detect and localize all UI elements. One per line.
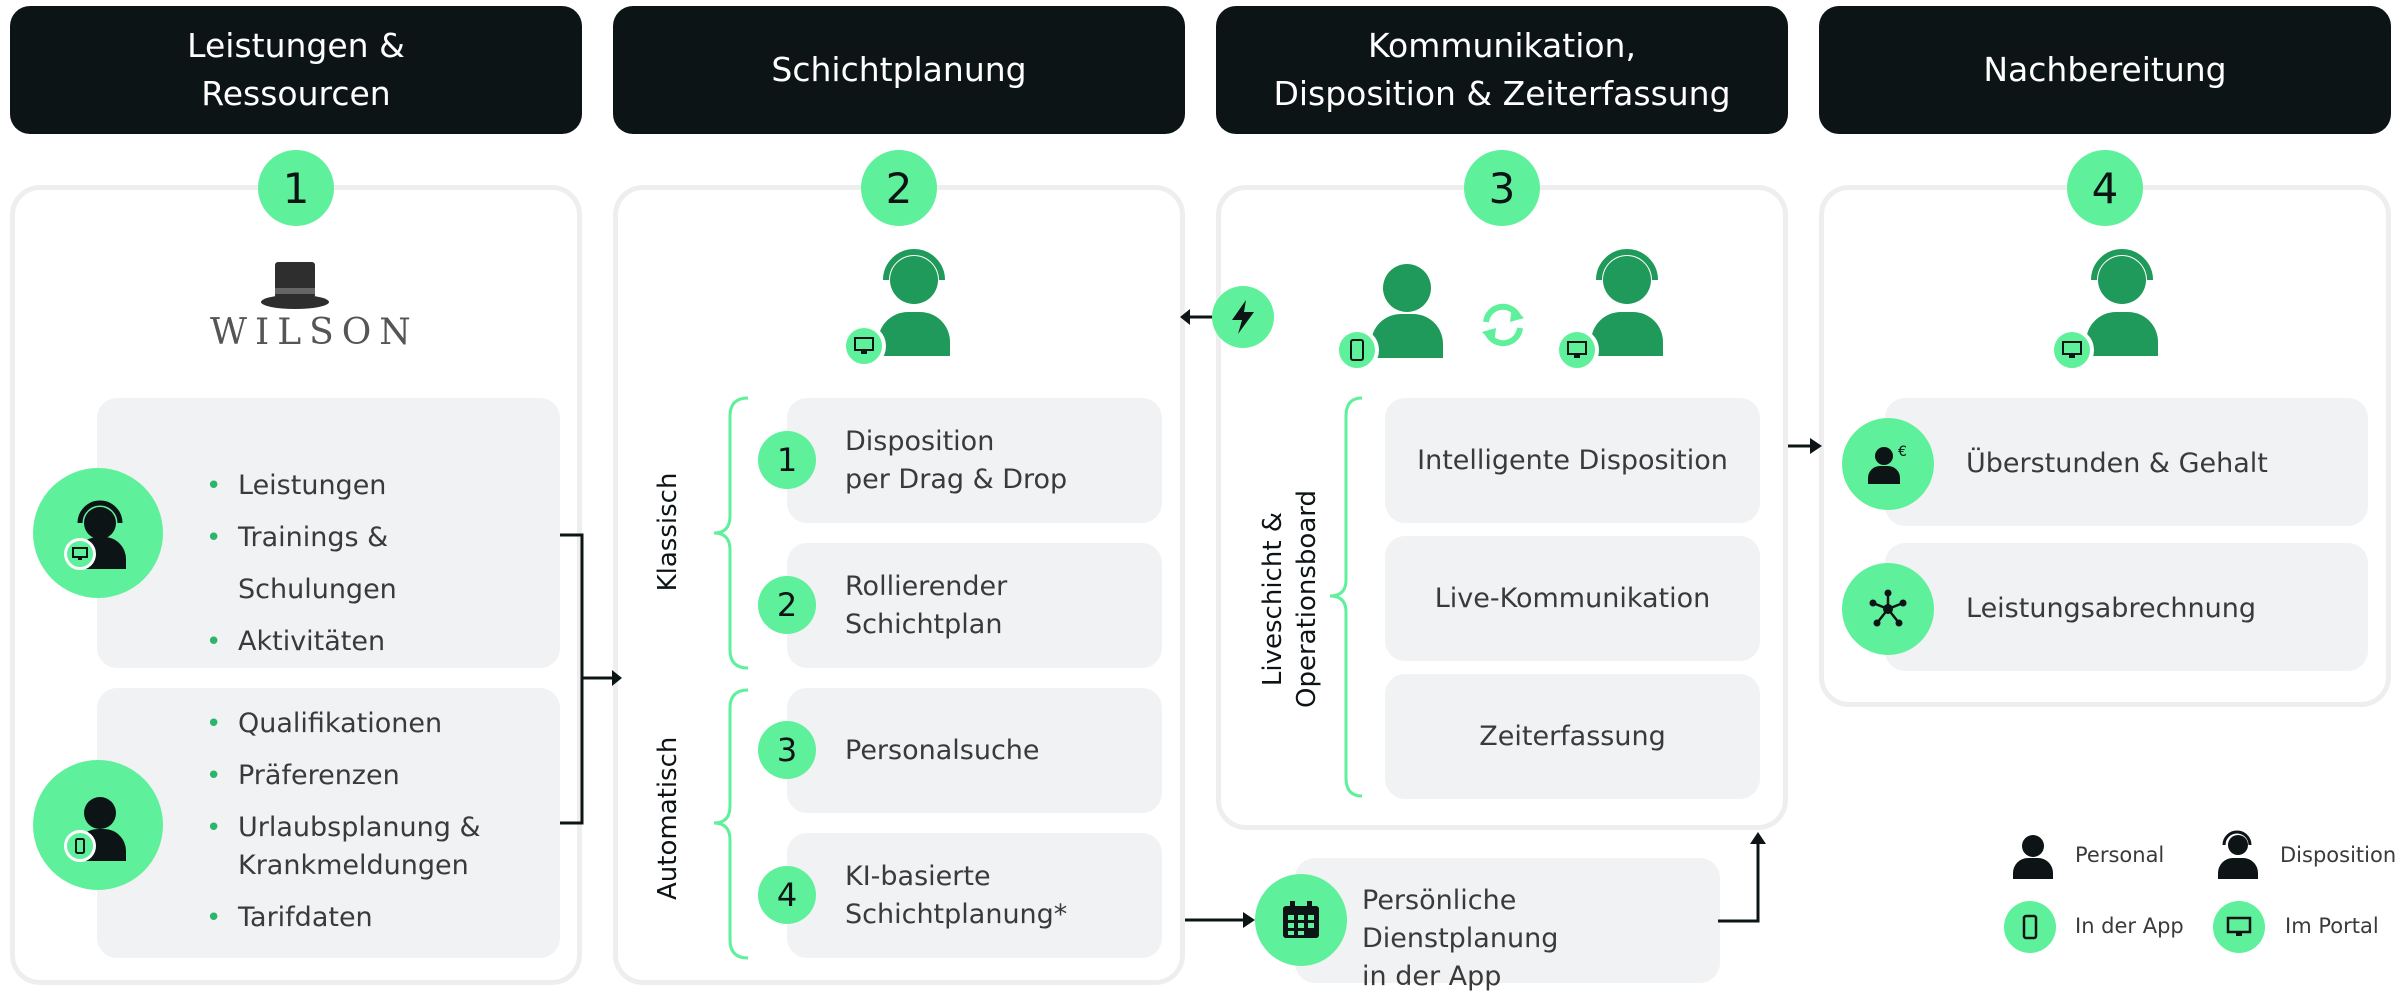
item-number: 1 xyxy=(758,431,816,489)
item-number: 4 xyxy=(758,866,816,924)
app-badge-icon xyxy=(1335,328,1379,372)
top-hat-icon xyxy=(261,262,329,309)
app-dienstplanung-card xyxy=(1295,858,1720,983)
card-leistungsabrechnung xyxy=(1885,543,2368,671)
disposition-headset-icon xyxy=(878,249,950,356)
bracket-liveschicht xyxy=(1329,396,1363,798)
list-item: Präferenzen xyxy=(202,757,542,795)
portal-badge-icon xyxy=(2050,328,2094,372)
disposition-portal-figure xyxy=(842,249,962,370)
network-icon-circle xyxy=(1842,563,1934,655)
header-schichtplanung: Schichtplanung xyxy=(613,6,1185,134)
step-number-3: 3 xyxy=(1464,150,1540,226)
app-legend-icon xyxy=(2004,901,2056,953)
calendar-icon-circle xyxy=(1255,874,1347,966)
header-nachbereitung: Nachbereitung xyxy=(1819,6,2391,134)
item-text: Leistungsabrechnung xyxy=(1966,593,2256,624)
list-item: Leistungen xyxy=(202,460,552,512)
connector-col1-col2 xyxy=(560,533,622,825)
list-qualifikationen: Qualifikationen Präferenzen Urlaubsplanu… xyxy=(202,705,542,937)
salary-icon-circle: € xyxy=(1842,418,1934,510)
network-icon xyxy=(1869,589,1907,627)
legend-portal: Im Portal xyxy=(2285,914,2379,938)
item-number: 3 xyxy=(758,721,816,779)
item-text: Überstunden & Gehalt xyxy=(1966,448,2268,479)
header-kommunikation: Kommunikation, Disposition & Zeiterfassu… xyxy=(1216,6,1788,134)
wilson-logo: WILSON xyxy=(200,258,411,358)
personal-app-figure xyxy=(1335,258,1455,374)
group-label-automatisch: Automatisch xyxy=(653,736,683,900)
legend: Personal Disposition In der App Im Porta… xyxy=(2000,825,2400,985)
group-label-klassisch: Klassisch xyxy=(653,472,683,592)
portal-badge-icon xyxy=(64,538,96,570)
step-number-4: 4 xyxy=(2067,150,2143,226)
arrow-col2-to-app xyxy=(1185,912,1255,928)
item-text: Personalsuche xyxy=(845,735,1040,766)
card-ueberstunden xyxy=(1885,398,2368,526)
wilson-wordmark: WILSON xyxy=(210,312,419,353)
group-label-liveschicht: Liveschicht & Operationsboard xyxy=(1258,489,1322,709)
card-intelligente-disposition: Intelligente Disposition xyxy=(1385,398,1760,523)
lightning-icon xyxy=(1212,286,1274,348)
portal-badge-icon xyxy=(1555,328,1599,372)
item-text: Rollierender Schichtplan xyxy=(845,571,1008,640)
list-item-line: Urlaubsplanung & xyxy=(238,812,481,843)
legend-disposition: Disposition xyxy=(2280,843,2397,867)
portal-legend-icon xyxy=(2213,901,2265,953)
disposition-avatar-circle xyxy=(33,468,163,598)
legend-personal: Personal xyxy=(2075,843,2165,867)
list-item: Qualifikationen xyxy=(202,705,542,743)
card-personalsuche xyxy=(787,688,1162,813)
person-euro-icon: € xyxy=(1868,444,1907,484)
card-rollierender xyxy=(787,543,1162,668)
item-number: 2 xyxy=(758,576,816,634)
disposition-headset-icon xyxy=(1591,249,1663,356)
svg-text:€: € xyxy=(1898,444,1907,460)
list-leistungen: Leistungen Trainings & Schulungen Aktivi… xyxy=(202,460,552,668)
arrow-app-to-col3 xyxy=(1718,832,1766,923)
list-item: Trainings & Schulungen xyxy=(202,512,552,616)
card-live-kommunikation: Live-Kommunikation xyxy=(1385,536,1760,661)
app-badge-icon xyxy=(64,830,96,862)
header-leistungen: Leistungen & Ressourcen xyxy=(10,6,582,134)
arrow-col3-to-col4 xyxy=(1788,438,1822,454)
personal-icon xyxy=(2013,835,2053,879)
disposition-portal-figure xyxy=(1555,249,1675,374)
bracket-automatisch xyxy=(713,688,749,960)
card-drag-drop xyxy=(787,398,1162,523)
step-number-2: 2 xyxy=(861,150,937,226)
card-zeiterfassung: Zeiterfassung xyxy=(1385,674,1760,799)
app-dienstplanung-text: Persönliche Dienstplanung in der App xyxy=(1362,885,1559,992)
sync-icon xyxy=(1482,303,1524,347)
list-item: Tarifdaten xyxy=(202,899,542,937)
item-text: KI-basierte Schichtplanung* xyxy=(845,861,1068,930)
card-ki-schichtplanung xyxy=(787,833,1162,958)
item-text: Disposition per Drag & Drop xyxy=(845,426,1068,495)
disposition-headset-icon xyxy=(2086,249,2158,356)
calendar-icon xyxy=(1283,901,1319,938)
personal-person-icon xyxy=(1371,264,1443,358)
portal-badge-icon xyxy=(842,324,886,368)
list-item: Urlaubsplanung & Krankmeldungen xyxy=(202,809,542,885)
list-item: Aktivitäten xyxy=(202,616,552,668)
personal-avatar-circle xyxy=(33,760,163,890)
bracket-klassisch xyxy=(713,396,749,670)
disposition-portal-figure xyxy=(2050,249,2170,374)
list-item-line: Krankmeldungen xyxy=(238,850,469,881)
legend-app: In der App xyxy=(2075,914,2184,938)
step-number-1: 1 xyxy=(258,150,334,226)
disposition-icon xyxy=(2218,830,2258,879)
